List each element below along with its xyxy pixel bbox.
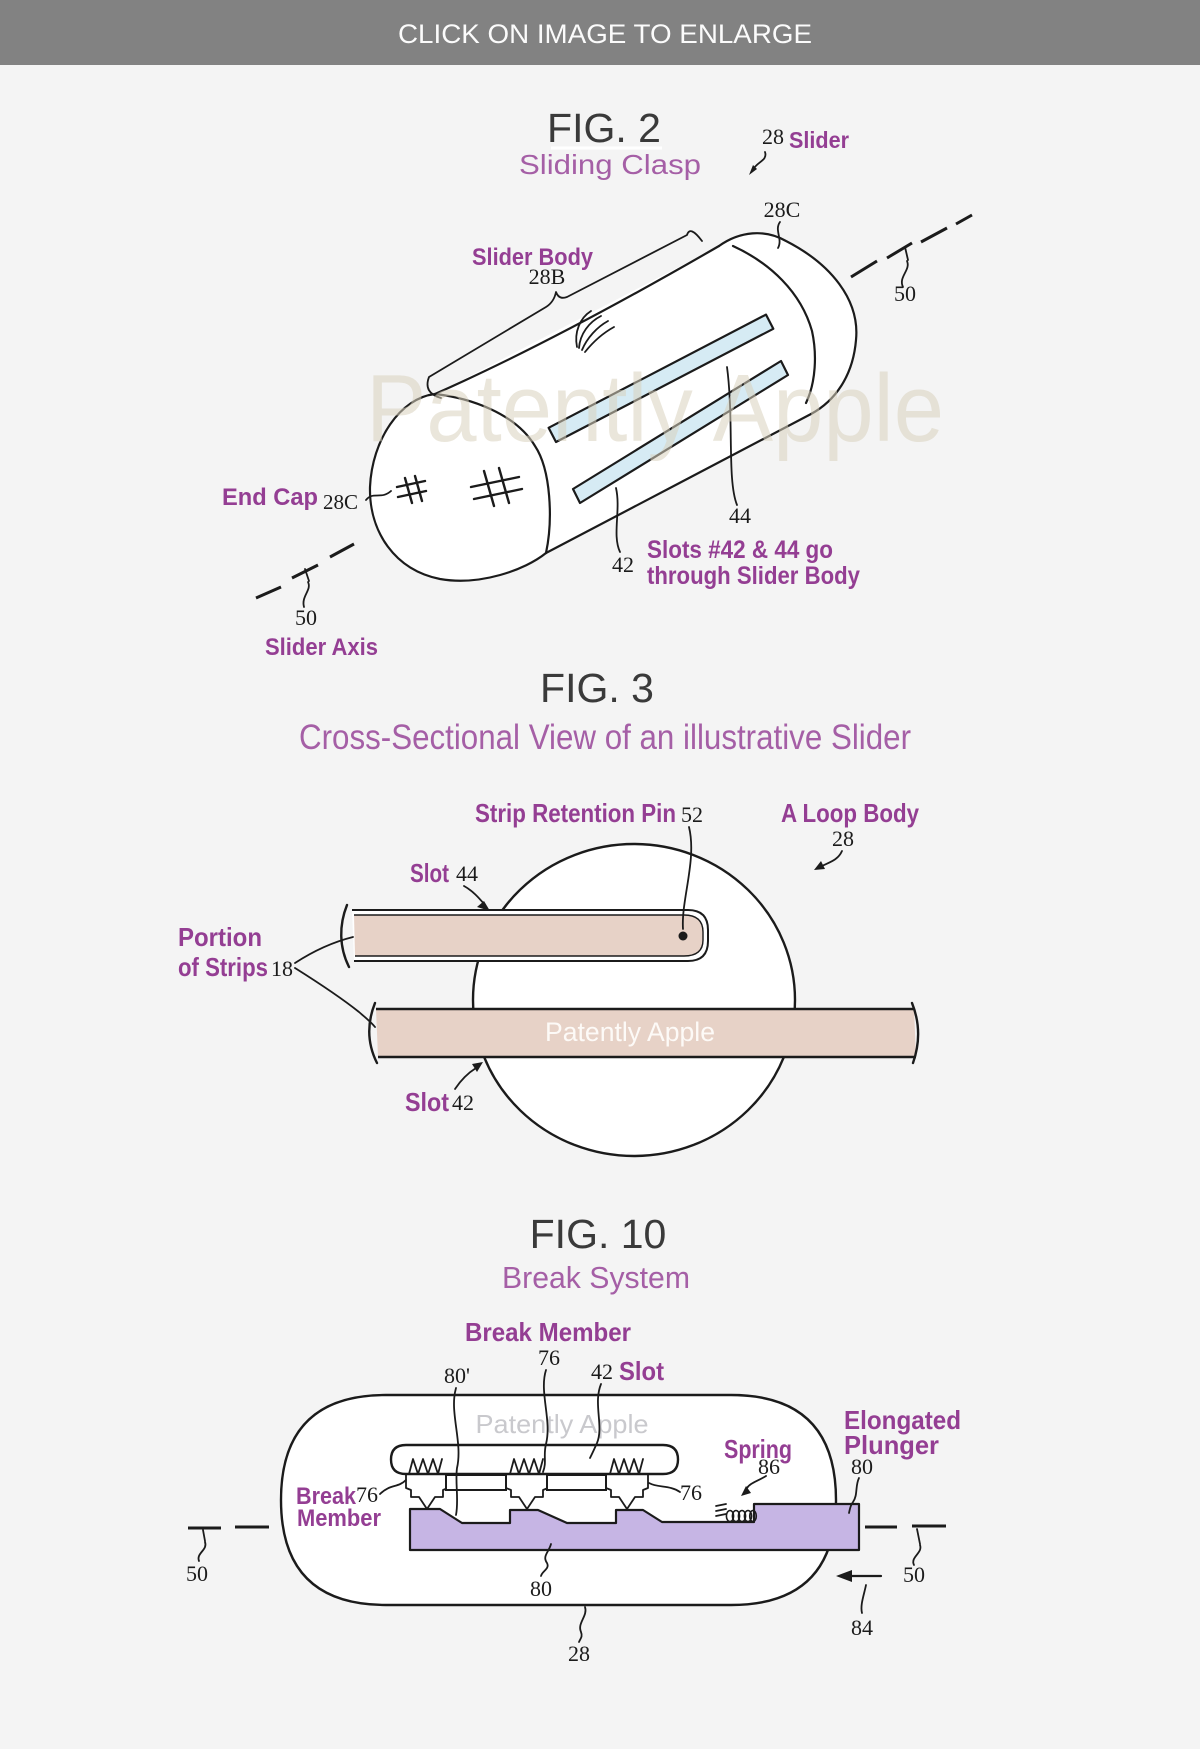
svg-text:FIG. 10: FIG. 10 [530, 1211, 667, 1257]
svg-text:76: 76 [538, 1345, 560, 1370]
svg-text:Slot: Slot [619, 1356, 664, 1386]
svg-text:Break: Break [296, 1483, 357, 1510]
svg-text:80: 80 [530, 1576, 552, 1601]
svg-text:50: 50 [186, 1561, 208, 1586]
svg-text:50: 50 [903, 1562, 925, 1587]
svg-text:28: 28 [762, 124, 784, 149]
svg-text:Sliding Clasp: Sliding Clasp [519, 149, 701, 180]
svg-text:Slot: Slot [405, 1087, 449, 1117]
svg-text:28: 28 [568, 1641, 590, 1666]
svg-text:Strip Retention Pin: Strip Retention Pin [475, 798, 676, 828]
svg-text:Break Member: Break Member [465, 1317, 631, 1347]
svg-text:28: 28 [832, 826, 854, 851]
svg-text:42: 42 [591, 1359, 613, 1384]
svg-text:Spring: Spring [724, 1434, 792, 1464]
svg-text:80: 80 [851, 1454, 873, 1479]
svg-text:FIG. 3: FIG. 3 [540, 665, 654, 711]
svg-text:through Slider Body: through Slider Body [647, 562, 860, 590]
svg-text:Plunger: Plunger [844, 1430, 939, 1460]
svg-text:50: 50 [894, 281, 916, 306]
svg-text:Slot: Slot [410, 858, 449, 888]
svg-text:80': 80' [444, 1363, 470, 1388]
svg-text:Member: Member [297, 1505, 381, 1532]
svg-text:Cross-Sectional View of an ill: Cross-Sectional View of an illustrative … [299, 718, 911, 757]
svg-text:50: 50 [295, 605, 317, 630]
svg-text:28C: 28C [323, 490, 358, 514]
svg-text:Portion: Portion [178, 922, 262, 952]
svg-text:CLICK ON IMAGE TO ENLARGE: CLICK ON IMAGE TO ENLARGE [398, 19, 812, 49]
svg-text:18: 18 [271, 956, 293, 981]
svg-text:Slider Body: Slider Body [472, 244, 594, 271]
svg-text:Patently Apple: Patently Apple [476, 1409, 649, 1439]
svg-text:Slots #42 & 44 go: Slots #42 & 44 go [647, 536, 833, 564]
svg-text:44: 44 [456, 861, 478, 886]
svg-text:44: 44 [729, 503, 751, 528]
svg-text:Patently Apple: Patently Apple [366, 355, 944, 462]
svg-text:42: 42 [452, 1090, 474, 1115]
svg-text:76: 76 [356, 1482, 378, 1507]
svg-text:End Cap: End Cap [222, 484, 318, 511]
svg-text:86: 86 [758, 1454, 780, 1479]
svg-text:42: 42 [612, 552, 634, 577]
svg-text:Patently Apple: Patently Apple [545, 1017, 715, 1047]
svg-text:76: 76 [680, 1480, 702, 1505]
svg-text:84: 84 [851, 1615, 873, 1640]
svg-text:Slider: Slider [789, 127, 849, 153]
svg-text:Slider Axis: Slider Axis [265, 634, 378, 661]
svg-text:A Loop Body: A Loop Body [781, 798, 919, 828]
svg-text:28B: 28B [529, 264, 566, 289]
svg-text:of Strips: of Strips [178, 952, 268, 982]
svg-text:Elongated: Elongated [844, 1405, 961, 1435]
svg-text:FIG. 2: FIG. 2 [547, 105, 661, 151]
svg-text:Break System: Break System [502, 1260, 690, 1295]
svg-text:28C: 28C [764, 197, 801, 222]
svg-text:52: 52 [681, 802, 703, 827]
